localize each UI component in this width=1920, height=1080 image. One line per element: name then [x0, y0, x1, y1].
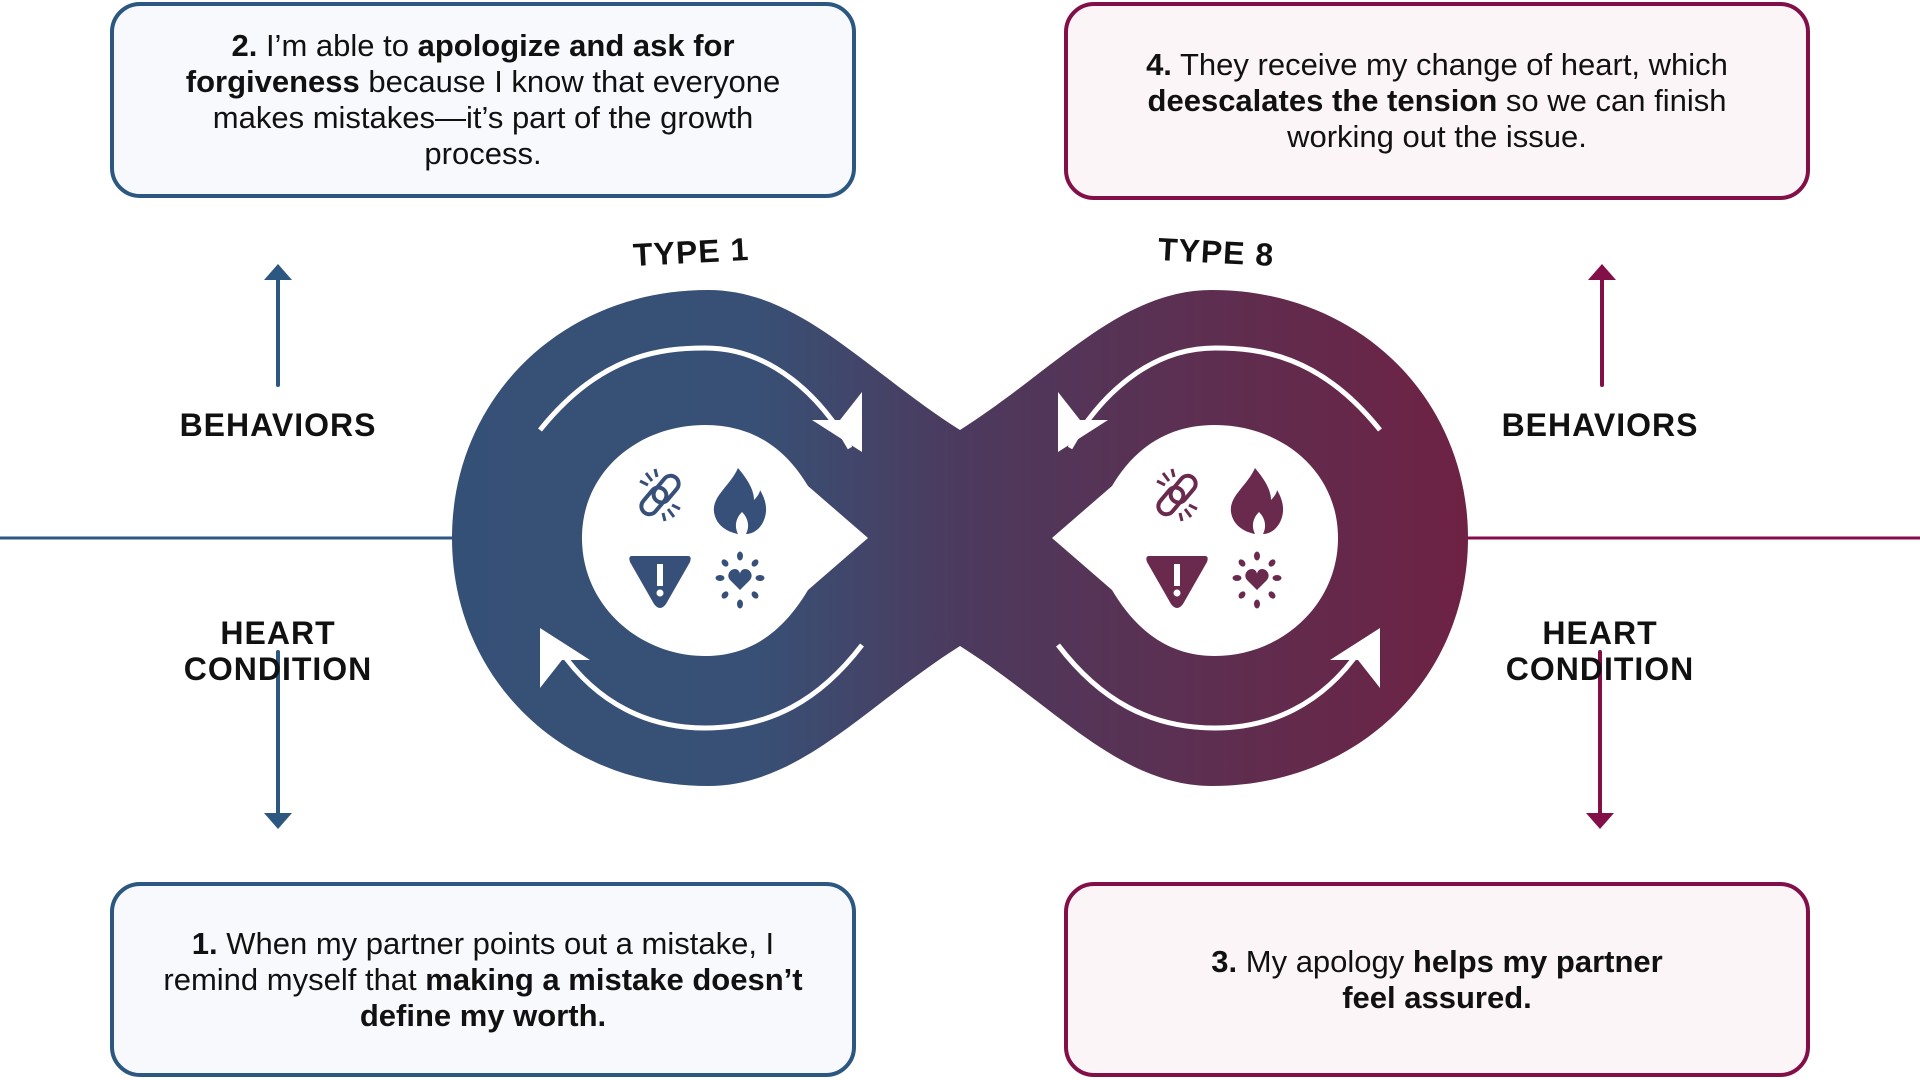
cycle-arrowheads-right: [1058, 392, 1380, 688]
arrow-up-left: [264, 264, 292, 387]
step-4-text: 4. They receive my change of heart, whic…: [1108, 47, 1766, 155]
step-emphasis: helps my partner feel assured.: [1342, 943, 1663, 1015]
heart-condition-line2: CONDITION: [183, 651, 373, 687]
step-1-text: 1. When my partner points out a mistake,…: [154, 926, 812, 1034]
step-2-text: 2. I’m able to apologize and ask for for…: [154, 28, 812, 172]
icon-group-right: [1146, 468, 1284, 609]
type-8-label: TYPE 8: [1157, 230, 1276, 274]
step-number: 2.: [231, 28, 258, 63]
warning-icon: [1146, 556, 1208, 608]
broken-link-icon: [639, 468, 681, 522]
heart-condition-line2: CONDITION: [1505, 651, 1695, 687]
arrow-down-right: [1586, 650, 1614, 829]
cycle-arrowheads-left: [540, 392, 862, 688]
step-text: I’m able to: [257, 28, 418, 63]
infinity-loop: [452, 290, 1468, 786]
radiant-heart-icon: [1232, 551, 1282, 609]
step-emphasis: deescalates the tension: [1147, 83, 1498, 118]
step-text: When my partner points out a mistake, I …: [163, 925, 775, 997]
flame-icon: [1230, 468, 1284, 534]
step-3-box: 3. My apology helps my partner feel assu…: [1064, 882, 1810, 1077]
heart-condition-line1: HEART: [220, 615, 336, 651]
step-2-box: 2. I’m able to apologize and ask for for…: [110, 2, 856, 198]
step-1-box: 1. When my partner points out a mistake,…: [110, 882, 856, 1077]
step-text: because I know that everyone makes mista…: [212, 64, 781, 171]
step-emphasis: apologize and ask for forgiveness: [185, 28, 735, 99]
cycle-arrows-right: [1056, 345, 1382, 731]
step-4-box: 4. They receive my change of heart, whic…: [1064, 2, 1810, 200]
step-number: 4.: [1146, 47, 1172, 82]
flame-icon: [713, 468, 767, 534]
broken-link-icon: [1156, 468, 1198, 522]
step-text: They receive my change of heart, which: [1171, 47, 1728, 82]
step-emphasis: making a mistake doesn’t define my worth…: [359, 961, 803, 1033]
warning-icon: [629, 556, 691, 608]
behaviors-label-left: BEHAVIORS: [179, 407, 377, 443]
heart-condition-label-left: HEART CONDITION: [148, 615, 408, 687]
step-text: My apology: [1237, 943, 1413, 979]
heart-condition-line1: HEART: [1542, 615, 1658, 651]
radiant-heart-icon: [715, 551, 765, 609]
step-3-text: 3. My apology helps my partner feel assu…: [1108, 944, 1766, 1016]
step-text: so we can finish working out the issue.: [1287, 83, 1727, 154]
behaviors-label-right: BEHAVIORS: [1501, 407, 1699, 443]
icon-group-left: [629, 468, 767, 609]
type-1-label: TYPE 1: [632, 230, 751, 274]
arrow-up-right: [1588, 264, 1616, 387]
step-number: 3.: [1211, 943, 1238, 979]
heart-condition-label-right: HEART CONDITION: [1470, 615, 1730, 687]
step-number: 1.: [191, 925, 218, 961]
cycle-arrows-left: [538, 345, 864, 731]
arrow-down-left: [264, 650, 292, 829]
